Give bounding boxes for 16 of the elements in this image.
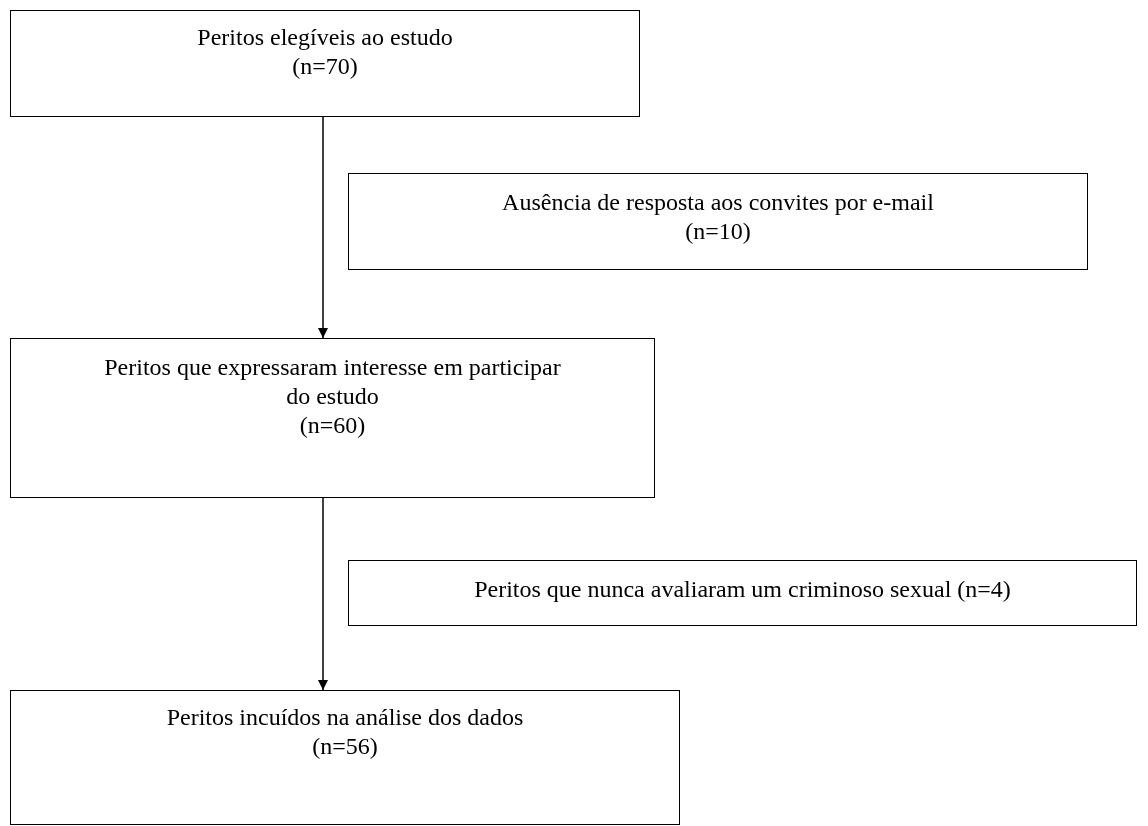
box-text: Peritos elegíveis ao estudo [197,23,453,52]
process-box [10,338,655,498]
arrow [318,497,328,691]
box-text: (n=56) [312,732,378,761]
box-text: Peritos incuídos na análise dos dados [166,703,524,732]
box-text: Peritos que expressaram interesse em participar do estudo [103,353,562,411]
process-box [348,560,1137,626]
box-text: (n=60) [299,411,366,440]
box-text: (n=70) [292,52,358,81]
process-box [10,10,640,117]
process-box [348,173,1088,270]
box-text: Peritos que nunca avaliaram um criminoso sexual (n=4) [474,575,1011,604]
process-box [10,690,680,825]
box-text: (n=10) [685,217,751,246]
box-text: Ausência de resposta aos convites por e-mail [502,188,934,217]
arrow [318,116,328,339]
